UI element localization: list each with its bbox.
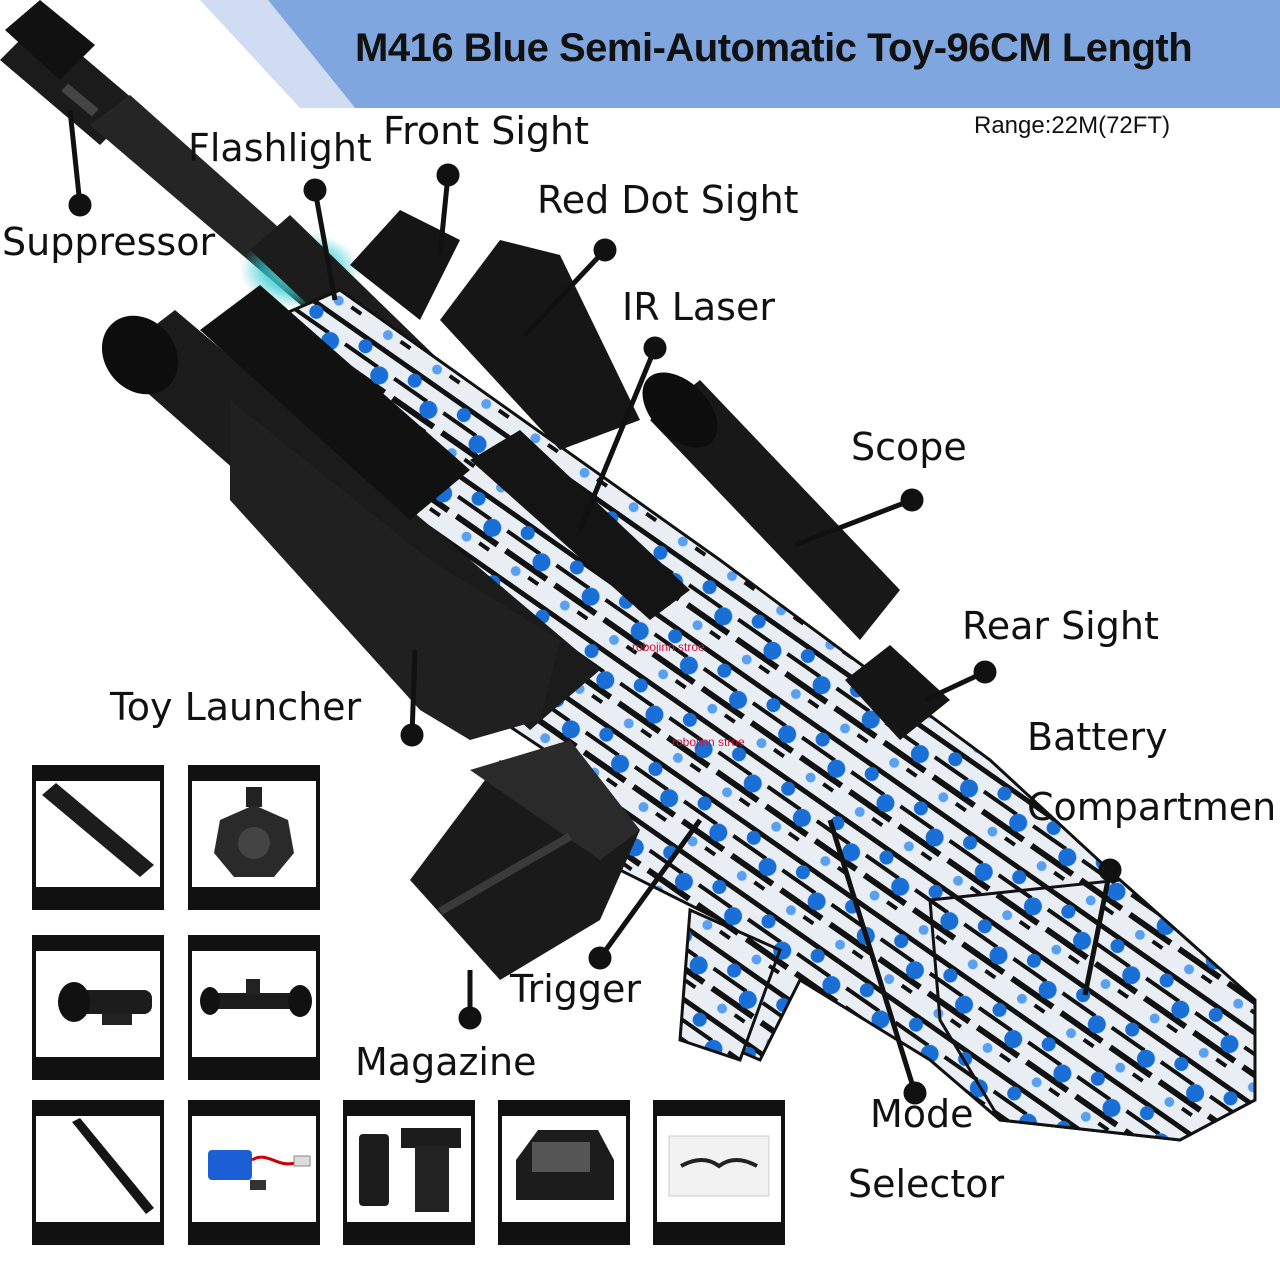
pistol-grip — [678, 907, 782, 1062]
watermark-2: robojinn stroe — [672, 735, 745, 749]
accessory-cleaning-rod — [32, 1100, 164, 1245]
label-battery-line1: Battery — [1027, 715, 1168, 759]
label-scope: Scope — [851, 425, 967, 469]
label-mode-line2: Selector — [848, 1162, 1005, 1206]
range-label: Range:22M(72FT) — [974, 112, 1171, 139]
magazine-shape — [410, 740, 640, 980]
label-toy-launcher: Toy Launcher — [110, 685, 362, 729]
tactical-flashlight-icon — [32, 935, 164, 1080]
rear-sight-shape — [845, 645, 950, 740]
accessory-tactical-flashlight — [32, 935, 164, 1080]
drum-magazine-icon — [188, 765, 320, 910]
flashlight-rail-icon — [32, 765, 164, 910]
label-rear-sight: Rear Sight — [962, 604, 1159, 648]
safety-goggles-icon — [653, 1100, 785, 1245]
label-trigger: Trigger — [510, 967, 642, 1011]
watermark-1: robojinn stroe — [632, 640, 705, 654]
red-dot-sight-shape — [440, 240, 640, 450]
label-suppressor: Suppressor — [2, 220, 216, 264]
front-sight-shape — [350, 210, 460, 320]
title-banner — [0, 0, 1280, 108]
label-red-dot-sight: Red Dot Sight — [537, 178, 799, 222]
label-flashlight: Flashlight — [188, 126, 372, 170]
page-title: M416 Blue Semi-Automatic Toy-96CM Length — [355, 26, 1193, 70]
scope-shape — [642, 372, 900, 640]
accessory-scope — [188, 935, 320, 1080]
label-battery-line2: Compartmen — [1027, 785, 1277, 829]
accessory-flashlight-rail — [32, 765, 164, 910]
label-magazine: Magazine — [355, 1040, 537, 1084]
leader-lines — [67, 109, 1122, 1105]
label-front-sight: Front Sight — [383, 109, 589, 153]
red-dot-sight-icon — [498, 1100, 630, 1245]
cleaning-rod-icon — [32, 1100, 164, 1245]
stock — [928, 878, 1257, 1142]
label-ir-laser: IR Laser — [622, 285, 775, 329]
muzzle-grip-parts-icon — [343, 1100, 475, 1245]
accessory-safety-goggles — [653, 1100, 785, 1245]
toy-launcher-shape — [101, 285, 600, 740]
accessory-drum-magazine — [188, 765, 320, 910]
accessory-battery-charger — [188, 1100, 320, 1245]
battery-usb-charger-icon — [188, 1100, 320, 1245]
label-mode-line1: Mode — [870, 1092, 974, 1136]
accessory-muzzle-grip — [343, 1100, 475, 1245]
scope-accessory-icon — [188, 935, 320, 1080]
accessory-red-dot-sight — [498, 1100, 630, 1245]
